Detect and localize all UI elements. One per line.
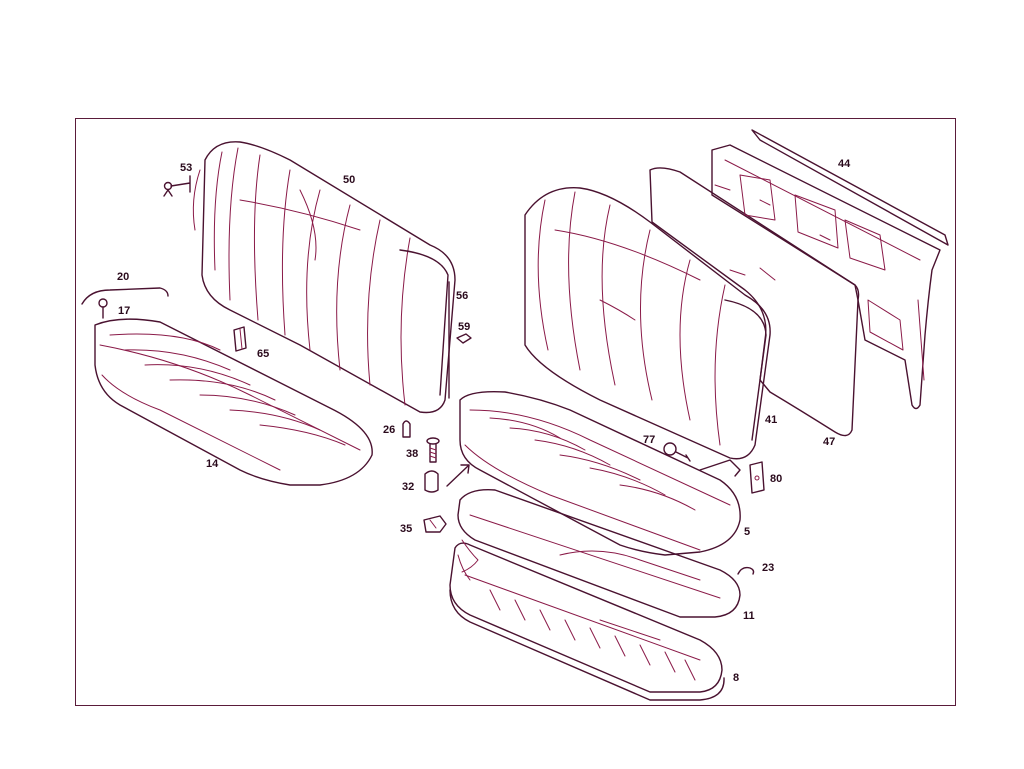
- seat-pad: [457, 489, 741, 618]
- callout-26: 26: [383, 424, 395, 436]
- callout-14: 14: [206, 458, 219, 470]
- part-77-knob: [663, 442, 691, 462]
- hinge-link: [699, 459, 741, 477]
- part-17-pin: [98, 298, 108, 319]
- callout-80: 80: [770, 473, 782, 485]
- callout-8: 8: [733, 672, 739, 684]
- callout-65: 65: [257, 348, 269, 360]
- part-26-clip: [402, 420, 411, 438]
- callout-59: 59: [458, 321, 470, 333]
- callout-44: 44: [838, 158, 851, 170]
- callout-11: 11: [743, 610, 755, 622]
- front-seat-cushion: [459, 390, 741, 556]
- front-backrest: [524, 187, 771, 460]
- part-20-wire: [81, 287, 169, 305]
- seat-frame: [449, 539, 725, 701]
- part-53-pin: [163, 169, 201, 231]
- callout-56: 56: [456, 290, 468, 302]
- backrest-frame: [711, 129, 949, 410]
- callout-32: 32: [402, 481, 414, 493]
- part-65-clip: [233, 326, 247, 352]
- callout-23: 23: [762, 562, 774, 574]
- callout-50: 50: [343, 174, 355, 186]
- direction-arrow: [446, 464, 470, 487]
- rear-backrest: [201, 141, 456, 414]
- part-35-clip: [423, 515, 447, 533]
- callout-38: 38: [406, 448, 418, 460]
- part-38-screw: [426, 437, 440, 463]
- callout-77: 77: [643, 434, 655, 446]
- backrest-cover-panel: [649, 167, 860, 437]
- callout-5: 5: [744, 526, 750, 538]
- callout-53: 53: [180, 162, 192, 174]
- callout-41: 41: [765, 414, 777, 426]
- callout-17: 17: [118, 305, 130, 317]
- part-32-nut: [424, 470, 439, 493]
- rear-seat-cushion: [94, 318, 373, 486]
- part-59-clip: [456, 333, 472, 344]
- callout-47: 47: [823, 436, 835, 448]
- part-80-bracket: [749, 461, 765, 494]
- diagram-frame: [75, 118, 956, 706]
- part-23-clip: [737, 566, 755, 575]
- callout-labels: 53 50 20 17 65 14 56 59 26 38 32 35 44 4…: [117, 158, 851, 684]
- callout-20: 20: [117, 271, 129, 283]
- callout-35: 35: [400, 523, 412, 535]
